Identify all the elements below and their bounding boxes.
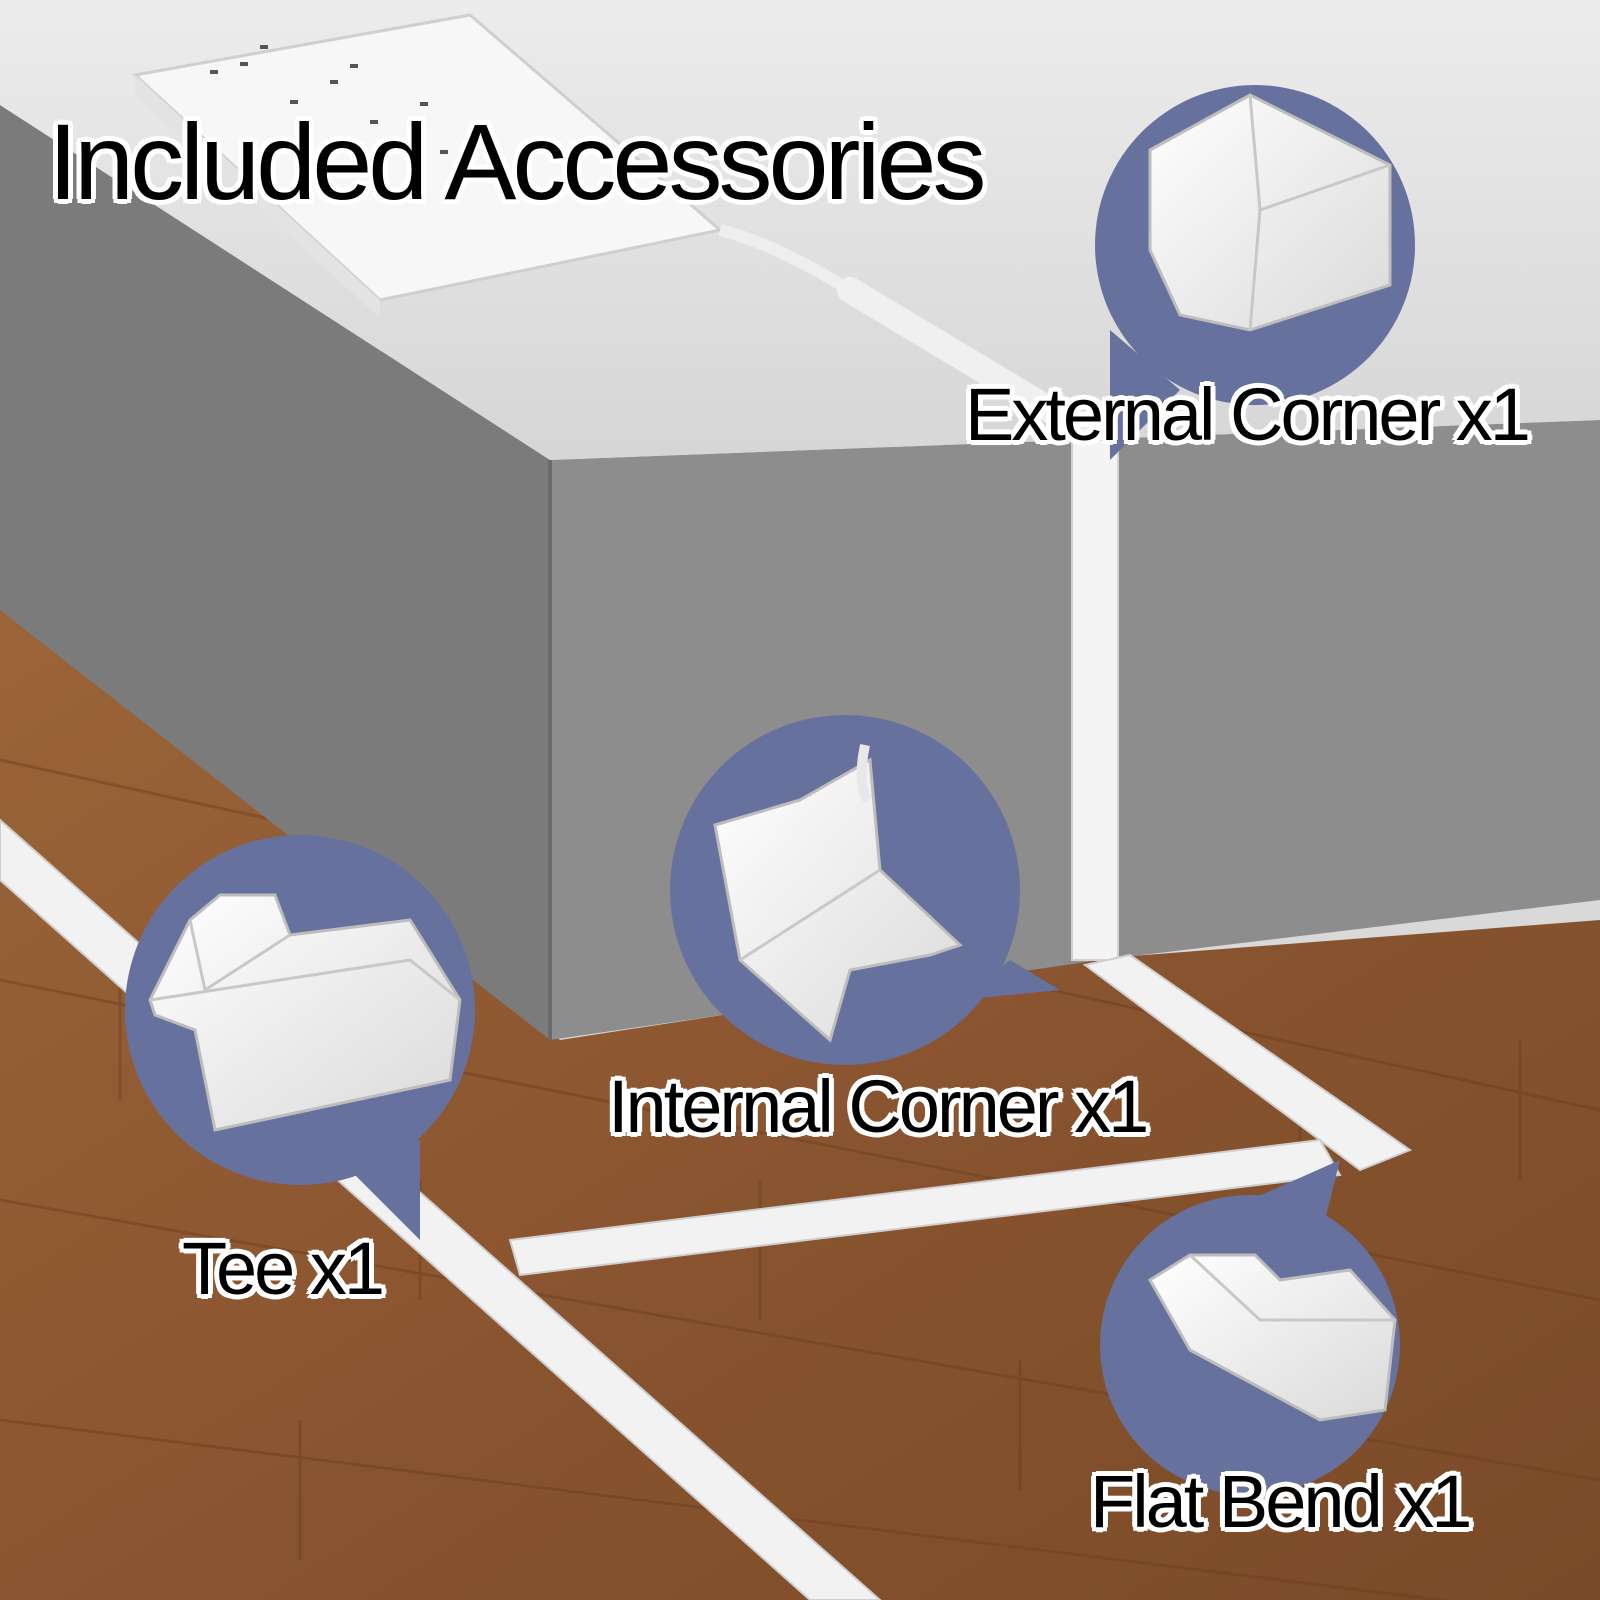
internal-corner-piece: [713, 744, 963, 1043]
cabinet-front-face: [0, 105, 550, 1040]
raceway-vertical: [1071, 439, 1119, 961]
tee-piece: [148, 893, 462, 1132]
external-corner-label: External Corner x1: [965, 373, 1531, 456]
flat-bend-piece: [1147, 1253, 1397, 1422]
tee-label: Tee x1: [182, 1227, 385, 1310]
flat-bend-label: Flat Bend x1: [1090, 1460, 1472, 1543]
internal-corner-label: Internal Corner x1: [608, 1065, 1149, 1148]
raceway-top: [837, 277, 1113, 453]
page-title: Included Accessories: [48, 101, 987, 222]
raceway-floor-right: [1082, 953, 1413, 1172]
external-corner-piece: [1148, 93, 1392, 332]
raceway-floor-middle: [508, 1138, 1342, 1277]
power-strip: [131, 13, 854, 318]
